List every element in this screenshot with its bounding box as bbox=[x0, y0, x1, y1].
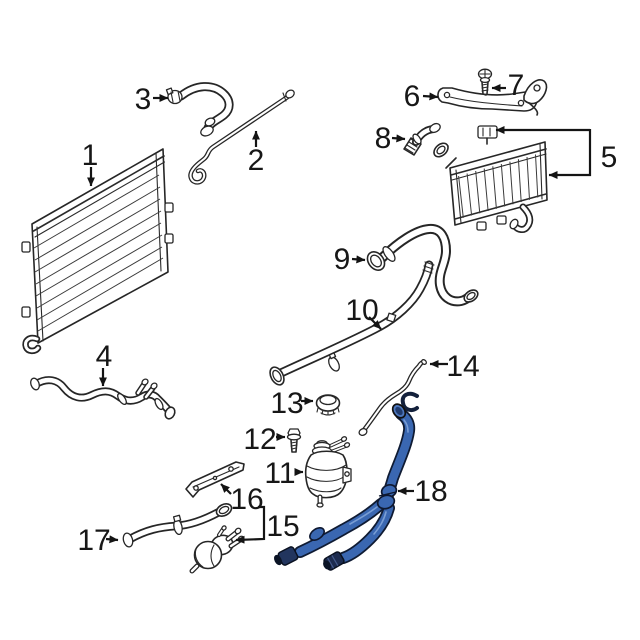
callouts: 1 2 3 4 5 6 7 8 bbox=[77, 69, 617, 557]
callout-11: 11 bbox=[264, 457, 304, 490]
callout-16-label: 16 bbox=[230, 483, 263, 516]
part-9-hose bbox=[366, 223, 479, 307]
callout-1: 1 bbox=[82, 139, 99, 187]
callout-17: 17 bbox=[77, 524, 119, 557]
part-10-hose bbox=[269, 260, 435, 386]
callout-16: 16 bbox=[220, 483, 264, 516]
part-6-bracket bbox=[437, 79, 548, 116]
callout-8-label: 8 bbox=[375, 122, 392, 155]
part-13-cap bbox=[315, 394, 341, 416]
callout-14-label: 14 bbox=[446, 350, 479, 383]
callout-12: 12 bbox=[243, 423, 286, 456]
callout-18-label: 18 bbox=[414, 475, 447, 508]
part-15-pump bbox=[189, 525, 245, 574]
callout-2-label: 2 bbox=[248, 144, 265, 177]
part-2-tube bbox=[188, 89, 295, 185]
callout-8: 8 bbox=[375, 122, 406, 155]
callout-1-label: 1 bbox=[82, 139, 99, 172]
part-7-screw bbox=[477, 68, 493, 96]
callout-13: 13 bbox=[270, 387, 314, 420]
part-4-hose bbox=[30, 376, 176, 420]
callout-5: 5 bbox=[495, 126, 618, 179]
part-3-hose bbox=[165, 82, 234, 137]
callout-13-label: 13 bbox=[270, 387, 303, 420]
part-1-radiator bbox=[21, 148, 174, 355]
callout-4: 4 bbox=[96, 340, 113, 387]
callout-6: 6 bbox=[404, 80, 439, 113]
callout-7: 7 bbox=[491, 69, 525, 102]
callout-17-label: 17 bbox=[77, 524, 110, 557]
callout-14: 14 bbox=[429, 350, 480, 383]
part-18-highlighted-hose-assembly bbox=[274, 391, 419, 571]
callout-18: 18 bbox=[397, 475, 448, 508]
part-5-aux-radiator bbox=[433, 125, 548, 233]
callout-10-label: 10 bbox=[345, 294, 378, 327]
callout-5-label: 5 bbox=[601, 141, 618, 174]
callout-9-label: 9 bbox=[334, 243, 351, 276]
callout-3-label: 3 bbox=[135, 83, 152, 116]
part-17-hose bbox=[122, 503, 233, 548]
callout-4-label: 4 bbox=[96, 340, 113, 373]
callout-12-label: 12 bbox=[243, 423, 276, 456]
callout-10: 10 bbox=[345, 294, 382, 330]
part-14-tube bbox=[358, 359, 427, 437]
part-16-bracket-plate bbox=[185, 461, 245, 498]
callout-15-label: 15 bbox=[266, 510, 299, 543]
callout-6-label: 6 bbox=[404, 80, 421, 113]
part-8-fitting bbox=[403, 122, 441, 156]
callout-9: 9 bbox=[334, 243, 366, 276]
callout-7-label: 7 bbox=[508, 69, 525, 102]
part-11-reservoir bbox=[304, 436, 352, 508]
callout-2: 2 bbox=[248, 130, 265, 177]
callout-15: 15 bbox=[235, 505, 300, 544]
part-12-bolt bbox=[286, 428, 302, 453]
callout-11-label: 11 bbox=[264, 457, 295, 490]
callout-3: 3 bbox=[135, 83, 169, 116]
